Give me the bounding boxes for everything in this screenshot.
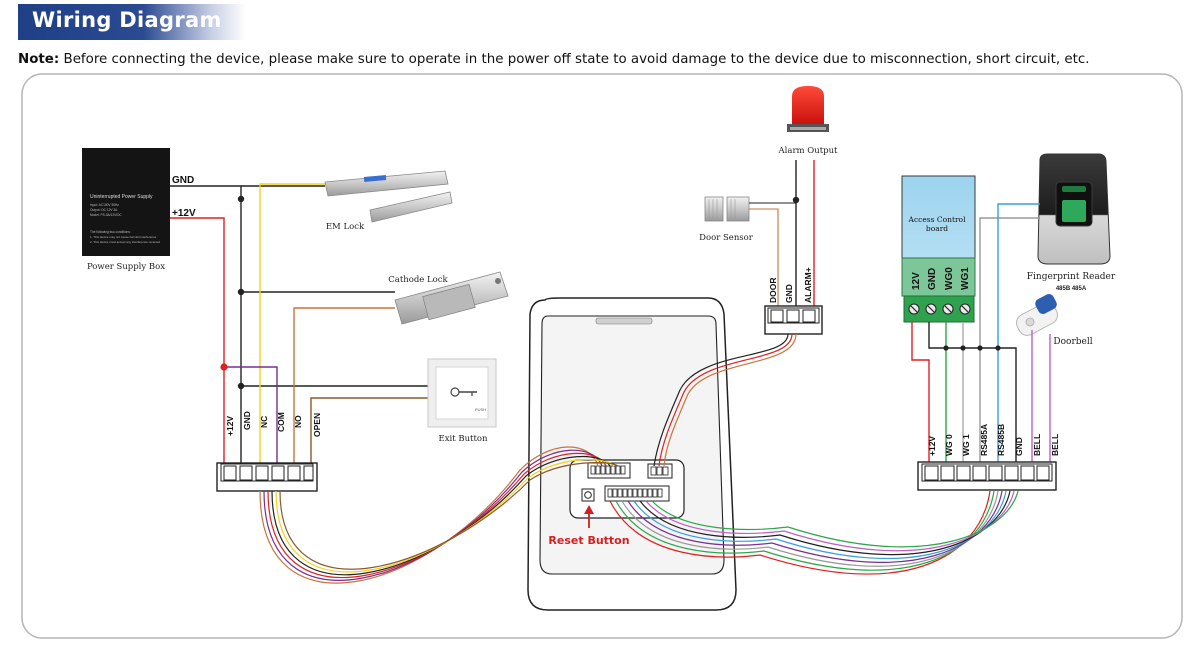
exit-button-caption: Exit Button — [439, 434, 489, 444]
ribbon-cable-left — [259, 446, 619, 584]
psu-12v-label: +12V — [172, 208, 196, 219]
left-pin-label: NC — [259, 416, 269, 428]
fingerprint-reader-image — [1037, 153, 1111, 265]
exit-button-image: PUSH — [427, 358, 497, 428]
mid-pin-label: GND — [784, 284, 794, 303]
psu-box-line-3: Model: PS-3A/12V/DC — [90, 213, 122, 217]
left-pin-label: GND — [242, 411, 252, 430]
right-terminal-block — [917, 461, 1057, 491]
access-board-caption-line2: board — [926, 224, 948, 233]
ribbon-cable-right — [609, 490, 1019, 575]
note-body: Before connecting the device, please mak… — [59, 52, 1090, 67]
page-title: Wiring Diagram — [32, 8, 222, 32]
psu-gnd-label: GND — [172, 175, 194, 186]
alarm-lamp-image — [787, 86, 829, 132]
right-pin-label: RS485B — [996, 424, 1006, 456]
left-pin-label: COM — [276, 412, 286, 432]
fingerprint-pins: 485B 485A — [1056, 286, 1087, 292]
note-label: Note: — [18, 52, 60, 67]
power-supply-caption: Power Supply Box — [87, 262, 165, 272]
left-junctions — [220, 195, 245, 390]
door-sensor-image — [704, 196, 750, 222]
right-pin-label: GND — [1014, 437, 1024, 456]
title-banner: Wiring Diagram — [18, 4, 246, 40]
right-pin-label: WG 1 — [961, 434, 971, 456]
right-pin-label: +12V — [927, 436, 937, 456]
cathode-lock-image — [394, 271, 509, 325]
right-pin-label: BELL — [1050, 434, 1060, 456]
doorbell-image — [1015, 294, 1059, 336]
access-control-board — [901, 175, 976, 323]
left-pin-label: OPEN — [312, 413, 322, 437]
alarm-output-caption: Alarm Output — [778, 146, 839, 156]
psu-box-title: Uninterrupted Power Supply — [90, 194, 153, 200]
exit-button-face-text: PUSH — [475, 407, 486, 412]
psu-box-note-1: 1. This device may not cause harmful int… — [90, 235, 157, 239]
power-supply-box: Uninterrupted Power Supply Input: AC100V… — [82, 148, 170, 256]
alarm-junction — [792, 196, 800, 204]
right-wires — [911, 203, 1051, 462]
left-pin-label: +12V — [225, 416, 235, 436]
alarm-wires — [749, 160, 815, 306]
left-terminal-block — [216, 462, 318, 492]
reset-button-pointer — [584, 505, 594, 528]
reset-button-label: Reset Button — [548, 534, 629, 547]
board-pin-label: 12V — [911, 272, 922, 290]
ribbon-cable-mid — [653, 333, 797, 467]
right-pin-label: BELL — [1032, 434, 1042, 456]
psu-box-line-1: Input: AC100V 50Hz — [90, 203, 119, 207]
mid-pin-label: DOOR — [768, 278, 778, 304]
left-pin-label: NO — [293, 415, 303, 428]
board-pin-label: WG0 — [944, 267, 955, 290]
right-terminal-labels: +12V WG 0 WG 1 RS485A RS485B GND BELL BE… — [927, 424, 1060, 456]
access-board-caption-line1: Access Control — [908, 215, 967, 224]
access-board-pin-labels: 12V GND WG0 WG1 — [911, 267, 971, 290]
mid-terminal-block — [764, 305, 823, 335]
right-pin-label: RS485A — [979, 424, 989, 456]
mid-pin-label: ALARM+ — [803, 267, 813, 303]
board-pin-label: GND — [927, 268, 938, 290]
right-junctions — [943, 345, 1001, 351]
cathode-lock-caption: Cathode Lock — [388, 275, 448, 285]
left-wires — [170, 183, 430, 464]
doorbell-caption: Doorbell — [1053, 337, 1092, 347]
psu-box-note-2: 2. This device must accept any interfere… — [90, 240, 160, 244]
left-terminal-labels: +12V GND NC COM NO OPEN — [225, 411, 322, 437]
mid-terminal-labels: DOOR GND ALARM+ — [768, 267, 813, 303]
door-sensor-caption: Door Sensor — [699, 233, 754, 243]
fingerprint-caption: Fingerprint Reader — [1027, 272, 1116, 282]
right-pin-label: WG 0 — [944, 434, 954, 456]
em-lock-caption: EM Lock — [326, 222, 365, 232]
psu-box-line-2: Output: DC 12V 3A — [90, 208, 118, 212]
board-pin-label: WG1 — [960, 267, 971, 290]
note-text: Note: Before connecting the device, plea… — [18, 52, 1089, 67]
card-reader-device — [527, 297, 737, 611]
psu-box-warning: The following two conditions: — [90, 230, 131, 234]
em-lock-image — [324, 170, 453, 223]
